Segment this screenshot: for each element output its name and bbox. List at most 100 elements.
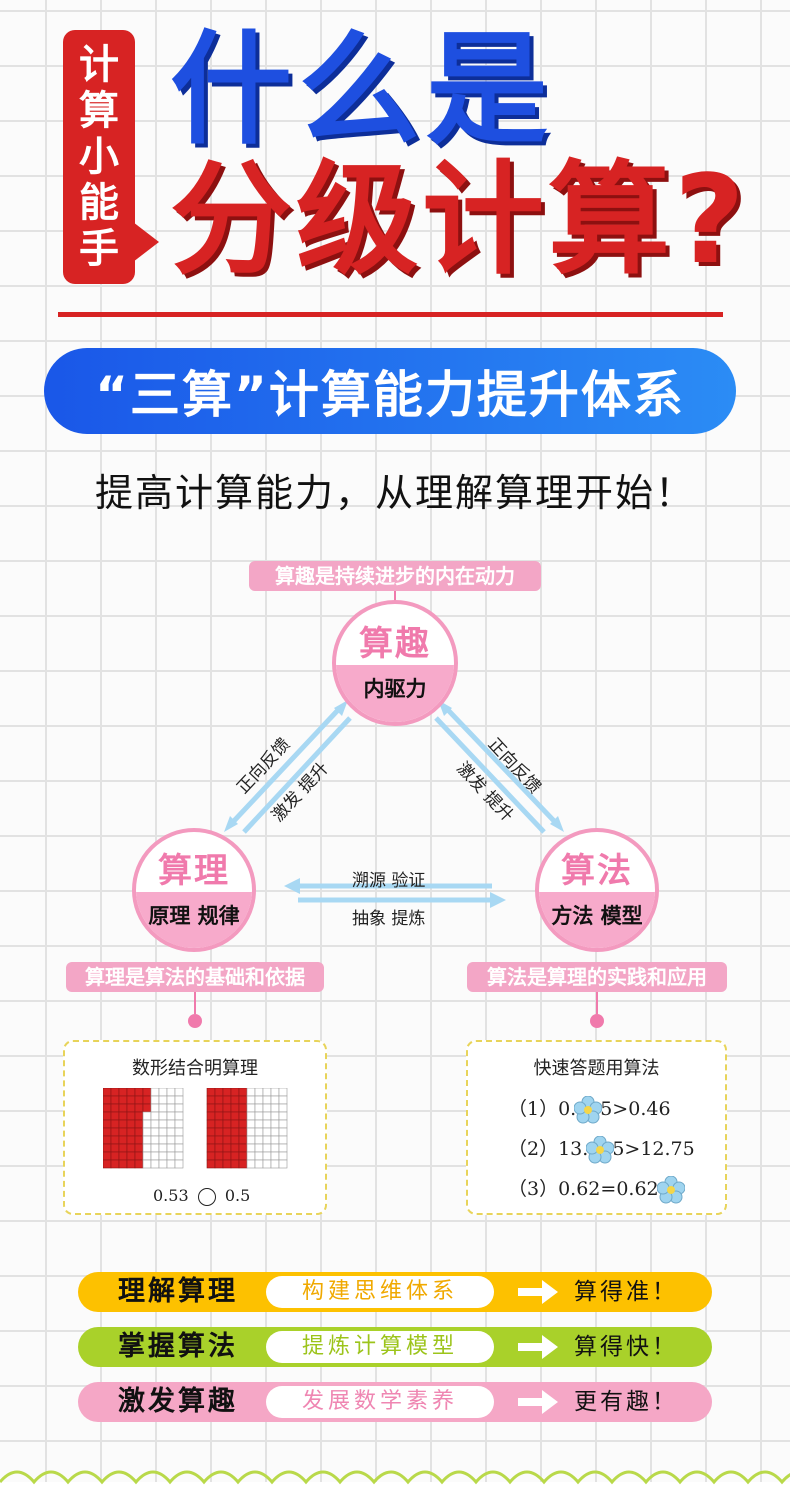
grid-cell [166,1088,176,1097]
grid-cell [158,1119,168,1129]
equation-text: （1）0. [508,1098,577,1120]
grid-cell [206,1088,216,1097]
left-connector [194,992,196,1014]
grid-cell [206,1111,216,1121]
grid-cell [238,1159,248,1169]
grid-cell [270,1151,280,1161]
grid-cell [278,1103,288,1113]
grid-cell [222,1103,232,1113]
grid-cell [118,1135,128,1145]
grid-cell [262,1103,272,1113]
grid-cell [134,1103,144,1113]
side-tag-char: 算 [79,88,119,134]
grid-cell [254,1135,264,1145]
grid-cell [270,1095,280,1105]
grid-cell [214,1143,224,1153]
grid-cell [126,1151,136,1161]
grid-cell [103,1135,112,1145]
grid-cell [238,1103,248,1113]
grid-cell [222,1119,232,1129]
grid-cell [278,1151,288,1161]
middle-double-arrow [284,878,506,908]
grid-cell [166,1159,176,1169]
grid-cell [126,1088,136,1097]
grid-cell [254,1151,264,1161]
grid-cell [118,1088,128,1097]
right-box: 快速答题用算法 （1）0.5>0.46 （2）13.5>12.75 （3）0.6… [466,1040,727,1215]
grid-cell [103,1127,112,1137]
page-title-line1: 什么是 [170,19,554,161]
grid-cell [262,1127,272,1137]
grid-cell [142,1119,152,1129]
grid-cell [246,1103,256,1113]
grid-cell [142,1135,152,1145]
grid-cell [206,1103,216,1113]
bar-result: 算得快！ [574,1334,678,1360]
grid-cell [110,1151,120,1161]
grid-cell [134,1119,144,1129]
grid-cell [166,1127,176,1137]
grid-cell [238,1088,248,1097]
flower-icon[interactable] [656,1176,685,1204]
grid-cell [246,1111,256,1121]
grid-cell [103,1143,112,1153]
arrow-right-icon [518,1390,558,1414]
grid-cell [270,1135,280,1145]
grid-cell [254,1088,264,1097]
middle-arrow-top: 溯源 验证 [352,871,426,891]
left-box: 数形结合明算理 0.53 0.5 [63,1040,327,1215]
grid-cell [166,1095,176,1105]
side-tag-char: 手 [79,226,119,272]
grid-cell [158,1159,168,1169]
grid-cell [103,1119,112,1129]
top-connector [394,591,396,603]
grid-cell [278,1088,288,1097]
grid-cell [118,1119,128,1129]
decimal-grids [103,1088,288,1169]
grid-cell [262,1143,272,1153]
circle-sub: 原理 规律 [136,892,252,948]
compare-left: 0.53 [153,1186,189,1205]
grid-cell [230,1111,240,1121]
grid-cell [278,1119,288,1129]
grid-cell [254,1103,264,1113]
grid-cell [206,1135,216,1145]
grid-cell [278,1127,288,1137]
flower-icon[interactable] [586,1136,615,1164]
bar-label: 掌握算法 [118,1331,238,1362]
grid-cell [103,1151,112,1161]
grid-cell [278,1143,288,1153]
equation-text: （3）0.62=0.62 [508,1178,659,1200]
grid-cell [230,1135,240,1145]
grid-cell [262,1119,272,1129]
grid-cell [166,1111,176,1121]
bar-result: 算得准！ [574,1279,678,1305]
right-label: 算法是算理的实践和应用 [467,962,727,992]
diagram-arrows [224,700,564,908]
grid-cell [270,1119,280,1129]
grid-cell [110,1088,120,1097]
grid-cell [254,1159,264,1169]
circle-suanfa: 算法 方法 模型 [535,828,659,952]
grid-cell [214,1103,224,1113]
right-connector [596,992,598,1014]
grid-cell [142,1088,152,1097]
grid-cell [238,1135,248,1145]
grid-cell [110,1159,120,1169]
grid-cell [174,1127,184,1137]
grid-cell [246,1135,256,1145]
circle-title: 算趣 [359,624,431,665]
grid-cell [158,1127,168,1137]
grid-cell [166,1103,176,1113]
grid-cell [126,1119,136,1129]
compare-circle[interactable] [197,1187,216,1206]
bar-label: 激发算趣 [118,1386,238,1417]
flower-icon[interactable] [574,1096,603,1124]
grid-cell [206,1119,216,1129]
grid-cell [238,1143,248,1153]
grid-cell [246,1127,256,1137]
grid-cell [230,1151,240,1161]
circle-suanqu: 算趣 内驱力 [332,600,458,726]
side-tag-char: 小 [79,134,119,180]
grid-cell [150,1088,160,1097]
